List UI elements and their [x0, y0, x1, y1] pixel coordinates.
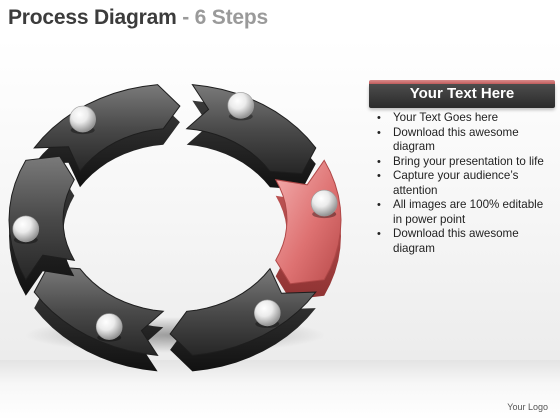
bullet-dot-icon: • — [377, 155, 381, 168]
ring-segments — [8, 83, 342, 372]
title-steps: 6 Steps — [194, 6, 269, 29]
segment-arrow-icon — [8, 155, 76, 281]
segment-arrow-icon — [33, 265, 165, 357]
bullet-item: •Bring your presentation to life — [377, 154, 544, 168]
bullet-dot-icon: • — [377, 112, 381, 124]
bullet-dot-icon: • — [377, 199, 381, 211]
process-step-6 — [8, 155, 76, 296]
sphere-marker-icon — [12, 215, 40, 243]
floor-reflection — [0, 360, 560, 420]
header-background — [369, 84, 555, 108]
segment-arrow-icon — [169, 267, 317, 356]
bullet-item: •Capture your audience’s attention — [377, 169, 519, 197]
page-title: Process Diagram - 6 Steps — [8, 6, 268, 30]
step-markers — [12, 92, 338, 342]
sphere-marker-icon — [227, 92, 255, 119]
text-panel-header: Your Text Here — [369, 80, 555, 108]
title-separator: - — [182, 6, 190, 29]
sphere-marker-icon — [310, 189, 338, 217]
panel-heading: Your Text Here — [409, 85, 515, 102]
bullet-item: •All images are 100% editable in power p… — [377, 198, 544, 226]
bullet-dot-icon: • — [377, 170, 381, 182]
bullet-list: •Your Text Goes here •Download this awes… — [373, 111, 553, 256]
sphere-marker-icon — [69, 105, 96, 133]
process-step-3-highlighted — [274, 159, 342, 300]
sphere-marker-icon — [253, 299, 281, 327]
process-step-4 — [169, 267, 317, 372]
bullet-item: •Download this awesome diagram — [377, 227, 519, 255]
bullet-item: •Download this awesome diagram — [377, 125, 519, 154]
title-main: Process Diagram — [8, 6, 177, 29]
header-accent-stripe — [369, 80, 555, 84]
footer-logo: Your Logo — [507, 402, 548, 412]
sphere-marker-icon — [95, 313, 123, 340]
bullet-dot-icon: • — [377, 228, 381, 240]
bullet-item: •Your Text Goes here — [377, 111, 499, 124]
bullet-dot-icon: • — [377, 126, 381, 139]
